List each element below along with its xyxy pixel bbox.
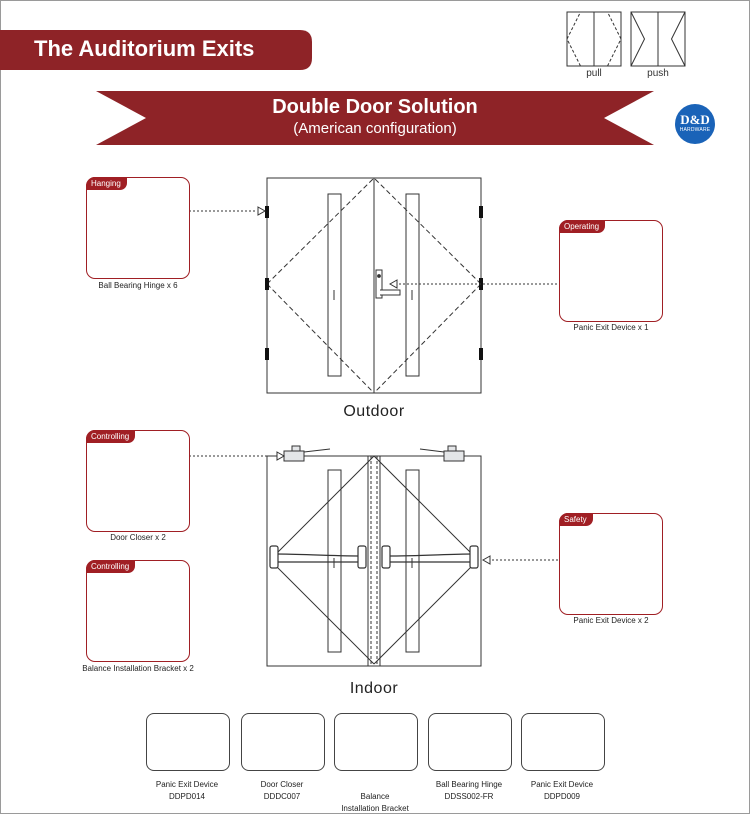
card-tag: Hanging <box>86 177 127 190</box>
product-name: Panic Exit Device <box>530 780 594 789</box>
product-label: Balance Installation Bracket <box>325 779 425 827</box>
card-controlling-closer: Controlling <box>86 430 190 532</box>
card-hanging: Hanging <box>86 177 190 279</box>
subtitle-ribbon <box>96 91 654 145</box>
card-safety: Safety <box>559 513 663 615</box>
legend-push-label: push <box>647 68 669 79</box>
outdoor-lever-handle <box>375 269 401 299</box>
product-name: Panic Exit Device <box>155 780 219 789</box>
legend-pull-label: pull <box>586 68 602 79</box>
product-code: DDDC007 <box>263 792 301 801</box>
brand-logo: D&D HARDWARE <box>675 104 715 144</box>
indoor-door <box>266 455 482 667</box>
indoor-panic-bars <box>269 545 479 569</box>
zone-label-outdoor: Outdoor <box>343 403 405 420</box>
header-banner <box>0 30 312 70</box>
card-caption: Ball Bearing Hinge x 6 <box>98 281 178 290</box>
product-code: DDPD014 <box>168 792 205 801</box>
card-tag: Operating <box>559 220 606 233</box>
card-controlling-bracket: Controlling <box>86 560 190 662</box>
product-label: Ball Bearing Hinge DDSS002-FR <box>420 779 518 803</box>
subtitle-sub: (American configuration) <box>293 120 457 137</box>
product-name: Door Closer <box>260 780 304 789</box>
indoor-door-closers <box>283 445 465 462</box>
legend-push-icon <box>630 11 686 67</box>
page-title: The Auditorium Exits <box>34 36 255 61</box>
product-card-bracket[interactable] <box>334 713 418 771</box>
product-name: Ball Bearing Hinge <box>435 780 503 789</box>
product-label: Panic Exit Device DDPD014 <box>140 779 234 803</box>
card-caption: Panic Exit Device x 1 <box>573 323 649 332</box>
subtitle-main: Double Door Solution <box>272 96 478 118</box>
card-tag: Controlling <box>86 430 136 443</box>
zone-label-indoor: Indoor <box>349 680 399 697</box>
card-tag: Controlling <box>86 560 136 573</box>
logo-text: D&D <box>680 112 710 127</box>
card-caption: Panic Exit Device x 2 <box>573 616 649 625</box>
product-label: Panic Exit Device DDPD009 <box>515 779 609 803</box>
product-code: DDPD009 <box>543 792 580 801</box>
product-name: Balance Installation Bracket <box>341 792 409 813</box>
card-operating: Operating <box>559 220 663 322</box>
product-card-door-closer[interactable] <box>241 713 325 771</box>
product-label: Door Closer DDDC007 <box>235 779 329 803</box>
legend-pull-icon <box>566 11 622 67</box>
product-card-hinge[interactable] <box>428 713 512 771</box>
card-caption: Door Closer x 2 <box>110 533 166 542</box>
product-card-panic-lever[interactable] <box>146 713 230 771</box>
outdoor-door <box>266 177 482 394</box>
card-caption: Balance Installation Bracket x 2 <box>82 664 194 673</box>
product-code: DDSS002-FR <box>444 792 494 801</box>
logo-subtext: HARDWARE <box>679 127 711 133</box>
card-tag: Safety <box>559 513 593 526</box>
product-card-panic-bar[interactable] <box>521 713 605 771</box>
